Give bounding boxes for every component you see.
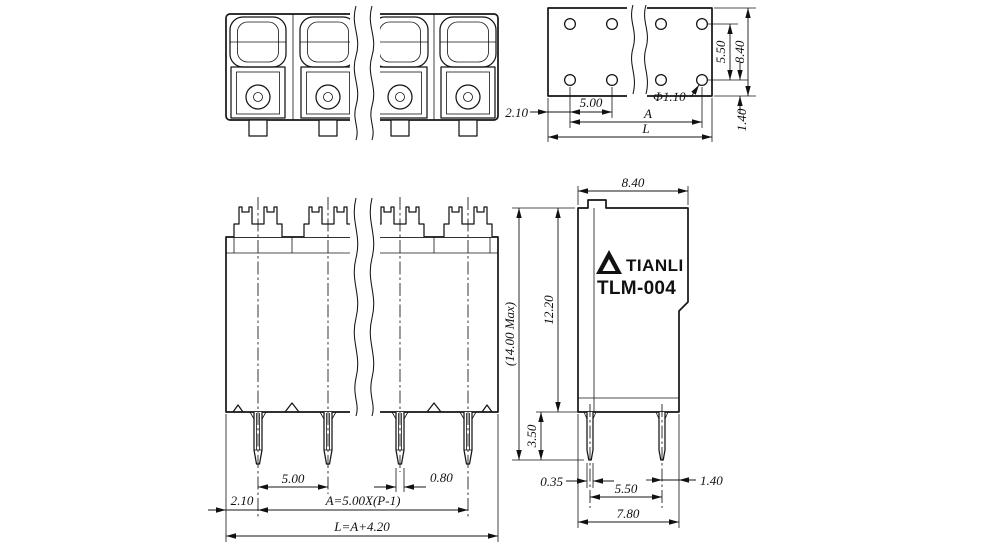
break-line (369, 197, 375, 417)
dim-overall-length-formula: L=A+4.20 (333, 519, 390, 534)
footprint-view: 5.50 8.40 1.40 2.10 5.00 A Φ1.1 (505, 4, 756, 142)
break-line (631, 4, 635, 95)
side-dimensions: 8.40 (14.00 Max) 12.20 3.50 0.35 5.50 (502, 175, 723, 528)
dim-hole-pitch: 5.00 (580, 95, 603, 110)
dim-overall-height: 8.40 (732, 40, 747, 63)
break-line (644, 4, 648, 95)
tianli-logo-icon-inner (602, 259, 616, 271)
dim-row-spacing: 5.50 (713, 40, 728, 63)
dim-row-to-edge: 1.40 (734, 108, 749, 131)
dim-overall-length: L (641, 121, 649, 136)
dim-body-height: 12.20 (541, 295, 556, 325)
mounting-holes (563, 17, 709, 87)
side-view: TIANLI TLM-004 8.40 (14.00 Max) 12.20 3.… (502, 175, 723, 528)
dim-pin-pitch: 5.00 (282, 471, 305, 486)
dim-edge-to-first-hole: 2.10 (505, 105, 528, 120)
brand-block: TIANLI TLM-004 (596, 250, 684, 299)
top-view (225, 5, 499, 141)
dim-pin-row-spacing: 5.50 (615, 481, 638, 496)
dim-pin-to-edge: 1.40 (700, 473, 723, 488)
dim-top-width: 8.40 (622, 175, 645, 190)
dim-pin-width: 0.80 (430, 470, 453, 485)
dim-hole-span: A (643, 106, 652, 121)
dim-pin-thickness: 0.35 (540, 474, 563, 489)
dim-bottom-depth: 7.80 (617, 506, 640, 521)
brand-name: TIANLI (626, 256, 684, 275)
dim-hole-diameter: Φ1.10 (653, 89, 686, 104)
front-dimensions: 5.00 0.80 2.10 A=5.00X(P-1) L=A+4.20 (208, 414, 499, 542)
front-view: 5.00 0.80 2.10 A=5.00X(P-1) L=A+4.20 (208, 197, 499, 542)
dim-edge-to-first-pin: 2.10 (231, 493, 254, 508)
break-line (369, 5, 375, 141)
dim-pin-length: 3.50 (524, 424, 539, 448)
break-line (353, 197, 359, 417)
break-line (353, 5, 359, 141)
model-number: TLM-004 (597, 278, 676, 299)
footprint-dimensions: 5.50 8.40 1.40 2.10 5.00 A Φ1.1 (505, 7, 756, 142)
dim-pin-span-formula: A=5.00X(P-1) (325, 493, 401, 508)
dim-overall-height-max: (14.00 Max) (502, 302, 517, 366)
